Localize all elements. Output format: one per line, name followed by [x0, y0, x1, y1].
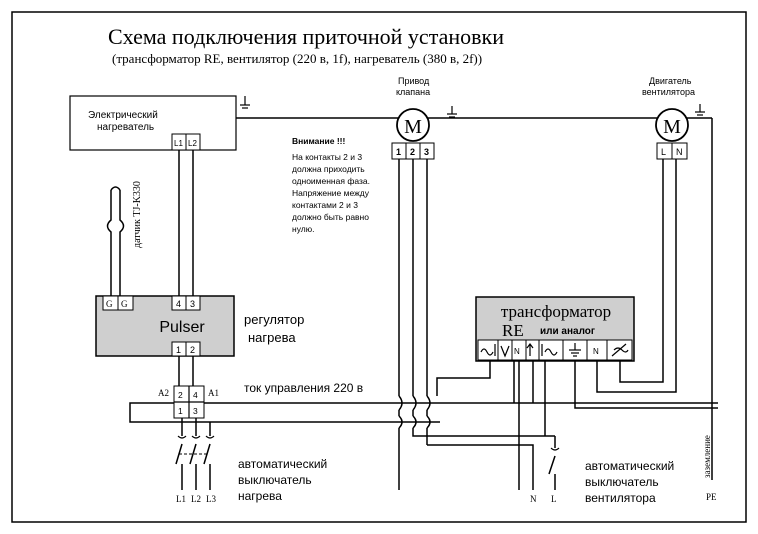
valve-terminal-2-label: 2 — [410, 147, 415, 157]
phase-l2: L2 — [191, 494, 201, 504]
heater-terminal-l1-label: L1 — [174, 139, 183, 148]
warning-line-4: Напряжение между — [292, 188, 370, 198]
diagram-title: Схема подключения приточной установки — [108, 24, 504, 49]
ac-wave-icon — [480, 348, 494, 356]
valve-terminal-1-label: 1 — [396, 147, 401, 157]
warning-title: Внимание !!! — [292, 136, 346, 146]
transformer-label-2: RE — [502, 321, 524, 340]
relay-1: 1 — [178, 406, 183, 416]
warning-line-2: должна приходить — [292, 164, 365, 174]
valve-terminal-3-label: 3 — [424, 147, 429, 157]
breaker-heater-label-2: выключатель — [238, 473, 312, 487]
fan-terminal-n-label: N — [676, 147, 683, 157]
regulator-label-1: регулятор — [244, 312, 304, 327]
breaker-heater-label-3: нагрева — [238, 489, 282, 503]
breaker-heater-label-1: автоматический — [238, 457, 327, 471]
heater-label-1: Электрический — [88, 110, 158, 121]
fan-terminal-l-label: L — [661, 147, 666, 157]
transformer-terminal-n1: N — [514, 347, 520, 356]
fan-breaker-n: N — [530, 494, 537, 504]
relay-3: 3 — [193, 406, 198, 416]
pulser-terminal-g2-label: G — [121, 299, 128, 309]
heater-breaker-icon — [175, 418, 215, 490]
heater-box — [69, 95, 237, 151]
relay-a2: A2 — [158, 388, 169, 398]
breaker-fan-label-3: вентилятора — [585, 491, 656, 505]
pulser-terminal-4-label: 4 — [176, 299, 181, 309]
fan-label-2: вентилятора — [642, 87, 695, 97]
sensor-probe-icon — [106, 186, 125, 298]
pulser-terminal-g2 — [117, 295, 134, 311]
heater-ground-icon — [240, 96, 250, 109]
valve-label-1: Привод — [398, 76, 430, 86]
relay-4: 4 — [193, 390, 198, 400]
fan-motor-icon — [655, 108, 689, 142]
wire-valve-2 — [412, 159, 555, 437]
diagram-subtitle: (трансформатор RE, вентилятор (220 в, 1f… — [112, 51, 482, 66]
transformer-terminal-n2: N — [593, 347, 599, 356]
wire-trans-n-fan — [596, 159, 677, 393]
warning-line-5: контактами 2 и 3 — [292, 200, 358, 210]
wire-trans-1 — [436, 360, 491, 396]
fan-breaker-l: L — [551, 494, 557, 504]
fan-terminal-n — [671, 142, 688, 160]
heater-label-2: нагреватель — [97, 122, 154, 133]
ac-wave-icon-2 — [544, 348, 558, 356]
transformer-terminals — [477, 339, 633, 361]
valve-label-2: клапана — [396, 87, 430, 97]
fan-breaker-icon — [548, 436, 560, 490]
phase-l1: L1 — [176, 494, 186, 504]
valve-motor-symbol: M — [404, 116, 422, 138]
warning-line-1: На контакты 2 и 3 — [292, 152, 362, 162]
wire-control-a2 — [129, 402, 440, 423]
fan-label-1: Двигатель — [649, 76, 692, 86]
ground-label: заземление — [702, 435, 712, 478]
transformer-label-1: трансформатор — [501, 302, 611, 321]
pulser-box — [95, 295, 235, 357]
breaker-fan-label-1: автоматический — [585, 459, 674, 473]
valve-motor-icon — [396, 108, 430, 142]
pe-label: PE — [706, 492, 717, 502]
pulser-name: Pulser — [159, 319, 205, 336]
control-current-label: ток управления 220 в — [244, 381, 363, 395]
frame-border — [11, 11, 747, 523]
transformer-label-3: или аналог — [540, 326, 595, 337]
fan-motor-symbol: M — [663, 116, 681, 138]
heater-terminal-l2-label: L2 — [188, 139, 197, 148]
relay-a1: A1 — [208, 388, 219, 398]
arrow-down-icon — [500, 345, 510, 358]
pulser-terminal-2-label: 2 — [190, 345, 195, 355]
phase-l3: L3 — [206, 494, 216, 504]
pulser-terminal-g1-label: G — [106, 299, 113, 309]
pulser-terminal-3-label: 3 — [190, 299, 195, 309]
wire-trans-ground — [574, 360, 718, 409]
valve-ground-icon — [447, 106, 457, 118]
wire-valve3-neutral — [427, 444, 534, 490]
regulator-label-2: нагрева — [248, 330, 296, 345]
pulser-terminal-1-label: 1 — [176, 345, 181, 355]
fan-ground-icon — [695, 104, 705, 116]
relay-2: 2 — [178, 390, 183, 400]
warning-line-7: нулю. — [292, 224, 314, 234]
warning-line-3: одноименная фаза. — [292, 176, 370, 186]
thermostat-icon — [611, 343, 627, 357]
wire-trans-fan-l — [619, 159, 664, 383]
warning-line-6: должно быть равно — [292, 212, 369, 222]
breaker-fan-label-2: выключатель — [585, 475, 659, 489]
sensor-label: датчик TJ-K330 — [132, 181, 143, 248]
